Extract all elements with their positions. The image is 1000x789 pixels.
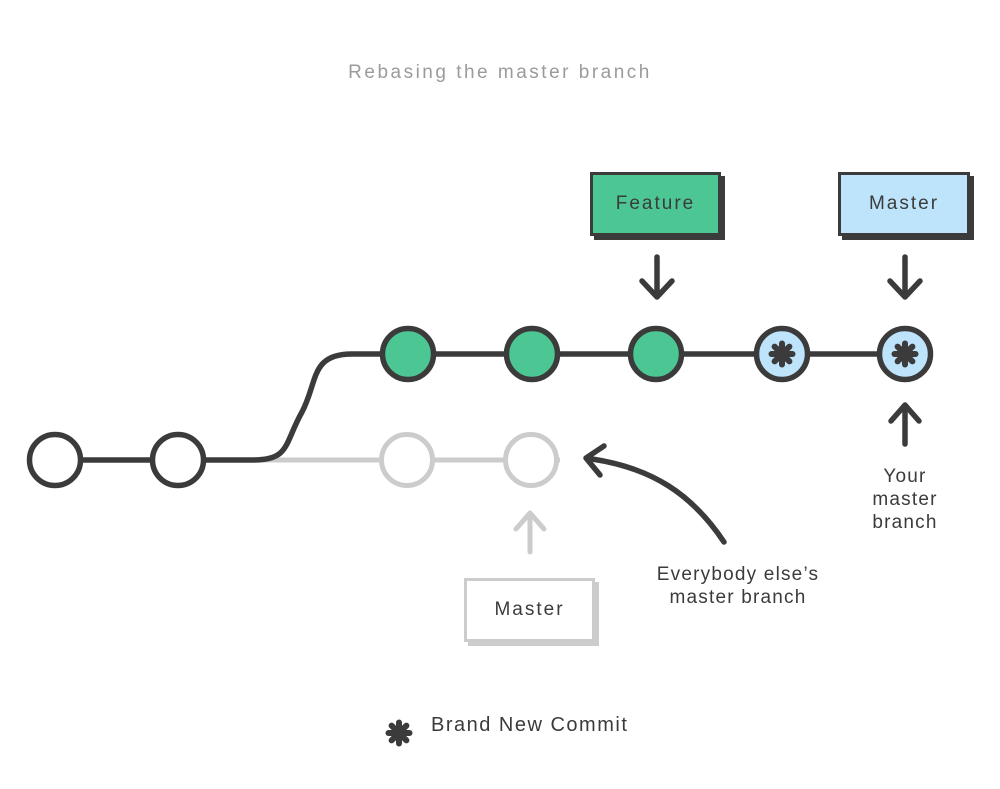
your-master-branch-note: Your master branch [845,465,965,534]
master-pointer-arrow-icon [887,254,923,300]
new-master-label-box: Master [838,172,970,236]
old-master-pointer-arrow-icon [513,510,547,555]
base-commit-node [26,431,84,489]
old-commit-node [379,432,435,488]
everybody-else-note: Everybody else’s master branch [618,563,858,609]
feature-pointer-arrow-icon [639,254,675,300]
base-commit-node [149,431,207,489]
note-line: branch [872,512,938,533]
legend-label: Brand New Commit [431,714,629,736]
old-master-label-box: Master [464,578,595,642]
note-line: Your [883,466,927,487]
feature-branch-label-box: Feature [590,172,721,236]
old-commit-node [503,432,559,488]
new-commit-asterisk-icon [895,344,916,365]
feature-branch-label: Feature [615,193,696,214]
new-master-label: Master [868,193,940,214]
feature-commit-node [379,325,437,383]
everybody-else-curved-arrow-icon [583,443,727,545]
your-master-arrow-icon [888,402,922,447]
new-commit-asterisk-icon [772,344,793,365]
note-line: master [872,489,938,510]
note-line: Everybody else’s [656,564,820,585]
feature-commit-node [503,325,561,383]
feature-commit-node [627,325,685,383]
old-master-label: Master [494,599,565,620]
diagram-title: Rebasing the master branch [348,62,652,83]
legend: Brand New Commit [383,714,628,737]
note-line: master branch [669,587,807,608]
